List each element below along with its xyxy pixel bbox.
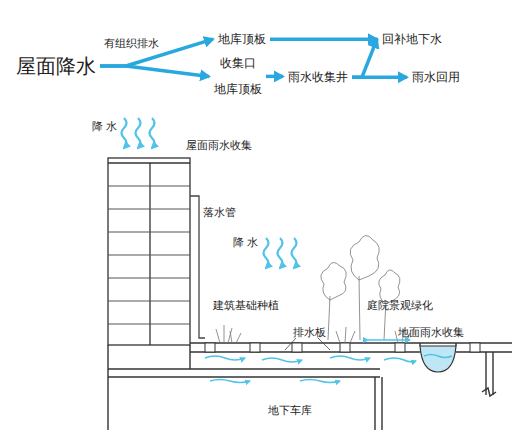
floor-line bbox=[108, 209, 190, 210]
flow-node: 雨水回用 bbox=[412, 70, 460, 84]
floor-line bbox=[108, 232, 190, 233]
slab-joint bbox=[292, 343, 302, 352]
flow-text: 回补地下水 bbox=[382, 32, 442, 46]
floor-line bbox=[108, 278, 190, 279]
floor-line bbox=[108, 324, 190, 325]
flow-text: 地库顶板 bbox=[214, 82, 262, 96]
slab-joint bbox=[340, 343, 350, 352]
slab-joint bbox=[470, 343, 480, 352]
floor-line bbox=[108, 186, 190, 187]
flow-arrow bbox=[266, 75, 283, 79]
flow-arrow bbox=[100, 66, 209, 76]
flow-text: 地库顶板 bbox=[218, 32, 266, 46]
flow-node: 回补地下水 bbox=[382, 32, 442, 46]
flow-node: 地库顶板 bbox=[218, 32, 266, 46]
callout-label: 屋面雨水收集 bbox=[186, 139, 252, 152]
edge-label: 有组织排水 bbox=[102, 37, 161, 50]
flow-text: 雨水收集井 bbox=[288, 70, 348, 84]
callout-label: 降 水 bbox=[233, 236, 259, 249]
callout-label: 地面雨水收集 bbox=[398, 326, 464, 339]
callout-label: 落水管 bbox=[203, 206, 236, 219]
callout-label: 排水板 bbox=[293, 326, 326, 339]
flow-arrow bbox=[352, 39, 377, 77]
floor-line bbox=[108, 301, 190, 302]
slab-joint bbox=[205, 343, 215, 352]
callout-label: 地下车库 bbox=[268, 404, 312, 417]
flow-arrow bbox=[270, 37, 377, 41]
flow-text: 屋面降水 bbox=[16, 54, 96, 78]
callout-label: 建筑基础种植 bbox=[213, 299, 279, 312]
slab-joint bbox=[395, 343, 405, 352]
callout-label: 庭院景观绿化 bbox=[367, 299, 433, 312]
flow-node: 收集口地库顶板 bbox=[214, 56, 262, 97]
floor-line bbox=[108, 255, 190, 256]
flow-node: 屋面降水 bbox=[16, 54, 96, 78]
slab-joint bbox=[250, 343, 260, 352]
flow-text: 雨水回用 bbox=[412, 70, 460, 84]
flow-node: 雨水收集井 bbox=[288, 70, 348, 84]
flow-arrow bbox=[352, 75, 407, 79]
flow-text: 收集口 bbox=[220, 56, 256, 70]
callout-label: 降 水 bbox=[92, 120, 118, 133]
